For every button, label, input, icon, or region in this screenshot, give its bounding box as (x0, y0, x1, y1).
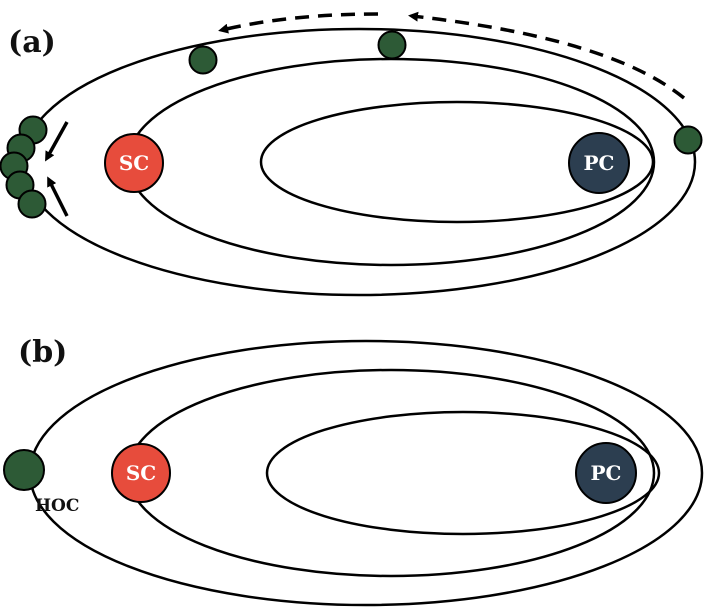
panel-a-arrow-converge-down (45, 121, 69, 162)
panel-a-sc-node: SC (104, 133, 164, 193)
panel-b-inner-orbit (265, 410, 661, 536)
panel-a-particle-cluster (0, 115, 48, 219)
panel-a-inner-orbit (259, 100, 655, 224)
panel-b-pc-node: PC (575, 442, 637, 504)
panel-a-sc-label: SC (119, 151, 149, 175)
panel-b-pc-circle (575, 442, 637, 504)
panel-b-hoc-node: HOC (3, 449, 79, 516)
panel-b-sc-circle (111, 443, 171, 503)
panel-b-sc-node: SC (111, 443, 171, 503)
panel-a-pc-node: PC (568, 132, 630, 194)
panel-a-particle-top-center (377, 30, 407, 60)
panel-b-pc-label: PC (591, 461, 622, 485)
panel-a-arrow-converge-up (47, 176, 69, 217)
panel-a-sc-circle (104, 133, 164, 193)
panel-a-cluster-particle (17, 189, 47, 219)
panel-b-hoc-circle (3, 449, 45, 491)
panel-b-hoc-label: HOC (35, 496, 79, 516)
panel-a-particle-right (673, 125, 703, 155)
panel-b: (b) HOC SC PC (3, 335, 704, 607)
panel-a-motion-arrow-right (408, 11, 686, 100)
panel-a-pc-circle (568, 132, 630, 194)
panel-a: (a) SC PC (0, 11, 703, 297)
panel-a-motion-arrow-left (218, 12, 379, 34)
panel-a-particle-top-left (188, 45, 218, 75)
panel-a-label: (a) (8, 25, 56, 60)
panel-b-label: (b) (18, 335, 67, 370)
panel-a-pc-label: PC (584, 151, 615, 175)
panel-b-sc-label: SC (126, 461, 156, 485)
